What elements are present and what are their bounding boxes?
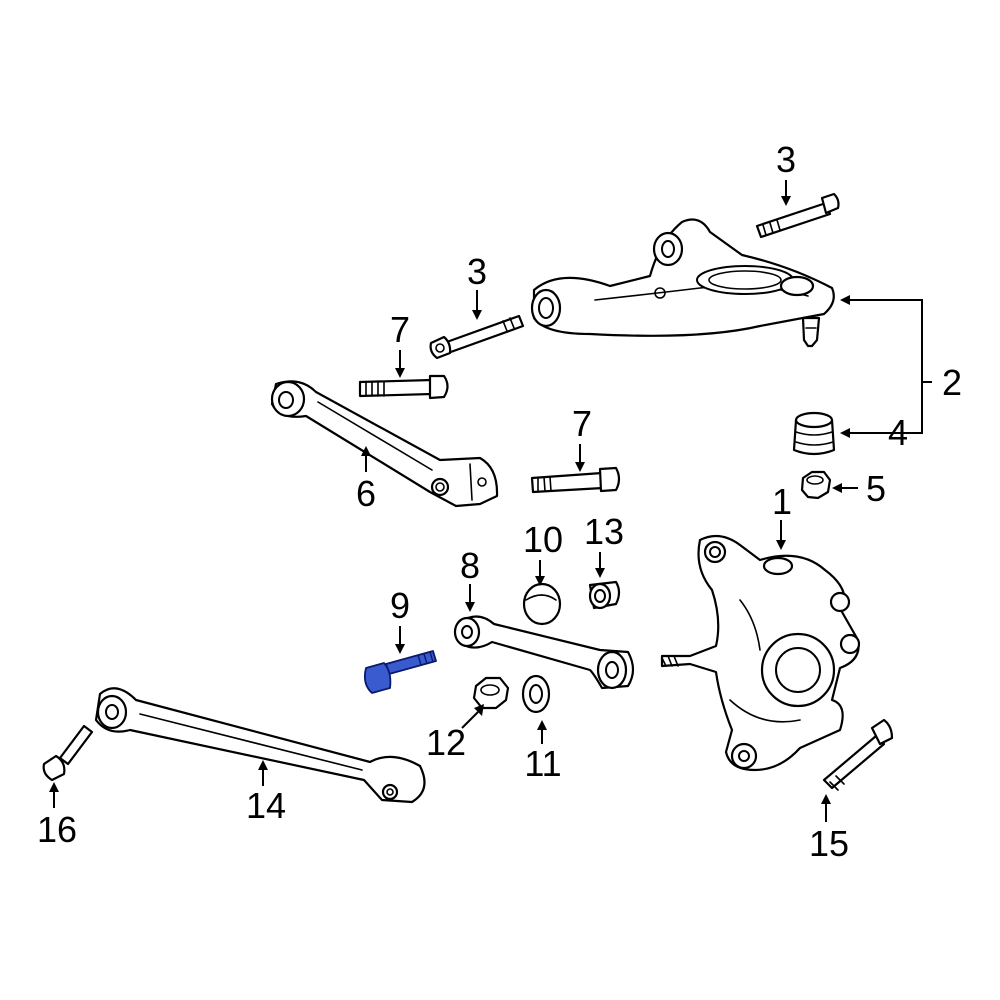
callout-14: 14 (246, 785, 286, 826)
washer-part-10[interactable] (522, 582, 562, 626)
callout-1: 1 (772, 481, 792, 522)
leader-lines (49, 180, 932, 822)
knuckle-part-1[interactable] (660, 534, 861, 772)
bushing-part-13[interactable] (588, 580, 621, 610)
callout-11: 11 (524, 743, 561, 784)
bolt-part-15[interactable] (822, 718, 894, 791)
bolt-part-7-left[interactable] (358, 374, 449, 400)
link-arm-part-8[interactable] (453, 615, 635, 690)
bolt-part-16[interactable] (42, 724, 94, 782)
callout-3-upper: 3 (776, 139, 796, 180)
callout-5: 5 (866, 468, 886, 509)
callout-7-right: 7 (572, 403, 592, 444)
callout-13: 13 (584, 511, 624, 552)
callout-3-middle: 3 (467, 251, 487, 292)
lower-arm-part-14[interactable] (94, 687, 426, 804)
bolt-part-7-right[interactable] (530, 466, 621, 494)
washer-part-11[interactable] (521, 674, 551, 714)
callout-6: 6 (356, 473, 376, 514)
bushing-part-4[interactable] (792, 411, 836, 456)
callout-4: 4 (888, 412, 908, 453)
nut-part-12[interactable] (472, 676, 510, 710)
bolt-part-3-middle[interactable] (429, 314, 525, 360)
bolt-part-9[interactable] (363, 650, 437, 694)
callout-labels: 3 3 7 2 7 4 5 6 1 10 13 8 9 12 11 14 16 … (37, 139, 962, 864)
callout-2: 2 (942, 362, 962, 403)
callout-10: 10 (523, 519, 563, 560)
callout-15: 15 (809, 823, 849, 864)
callout-16: 16 (37, 809, 77, 850)
upper-control-arm-part-2[interactable] (530, 218, 835, 348)
nut-part-5[interactable] (800, 470, 832, 500)
callout-9: 9 (390, 585, 410, 626)
callout-8: 8 (460, 545, 480, 586)
link-arm-part-6[interactable] (270, 380, 499, 508)
callout-7-left: 7 (390, 309, 410, 350)
bolt-part-3-upper[interactable] (755, 192, 840, 239)
callout-12: 12 (426, 722, 466, 763)
